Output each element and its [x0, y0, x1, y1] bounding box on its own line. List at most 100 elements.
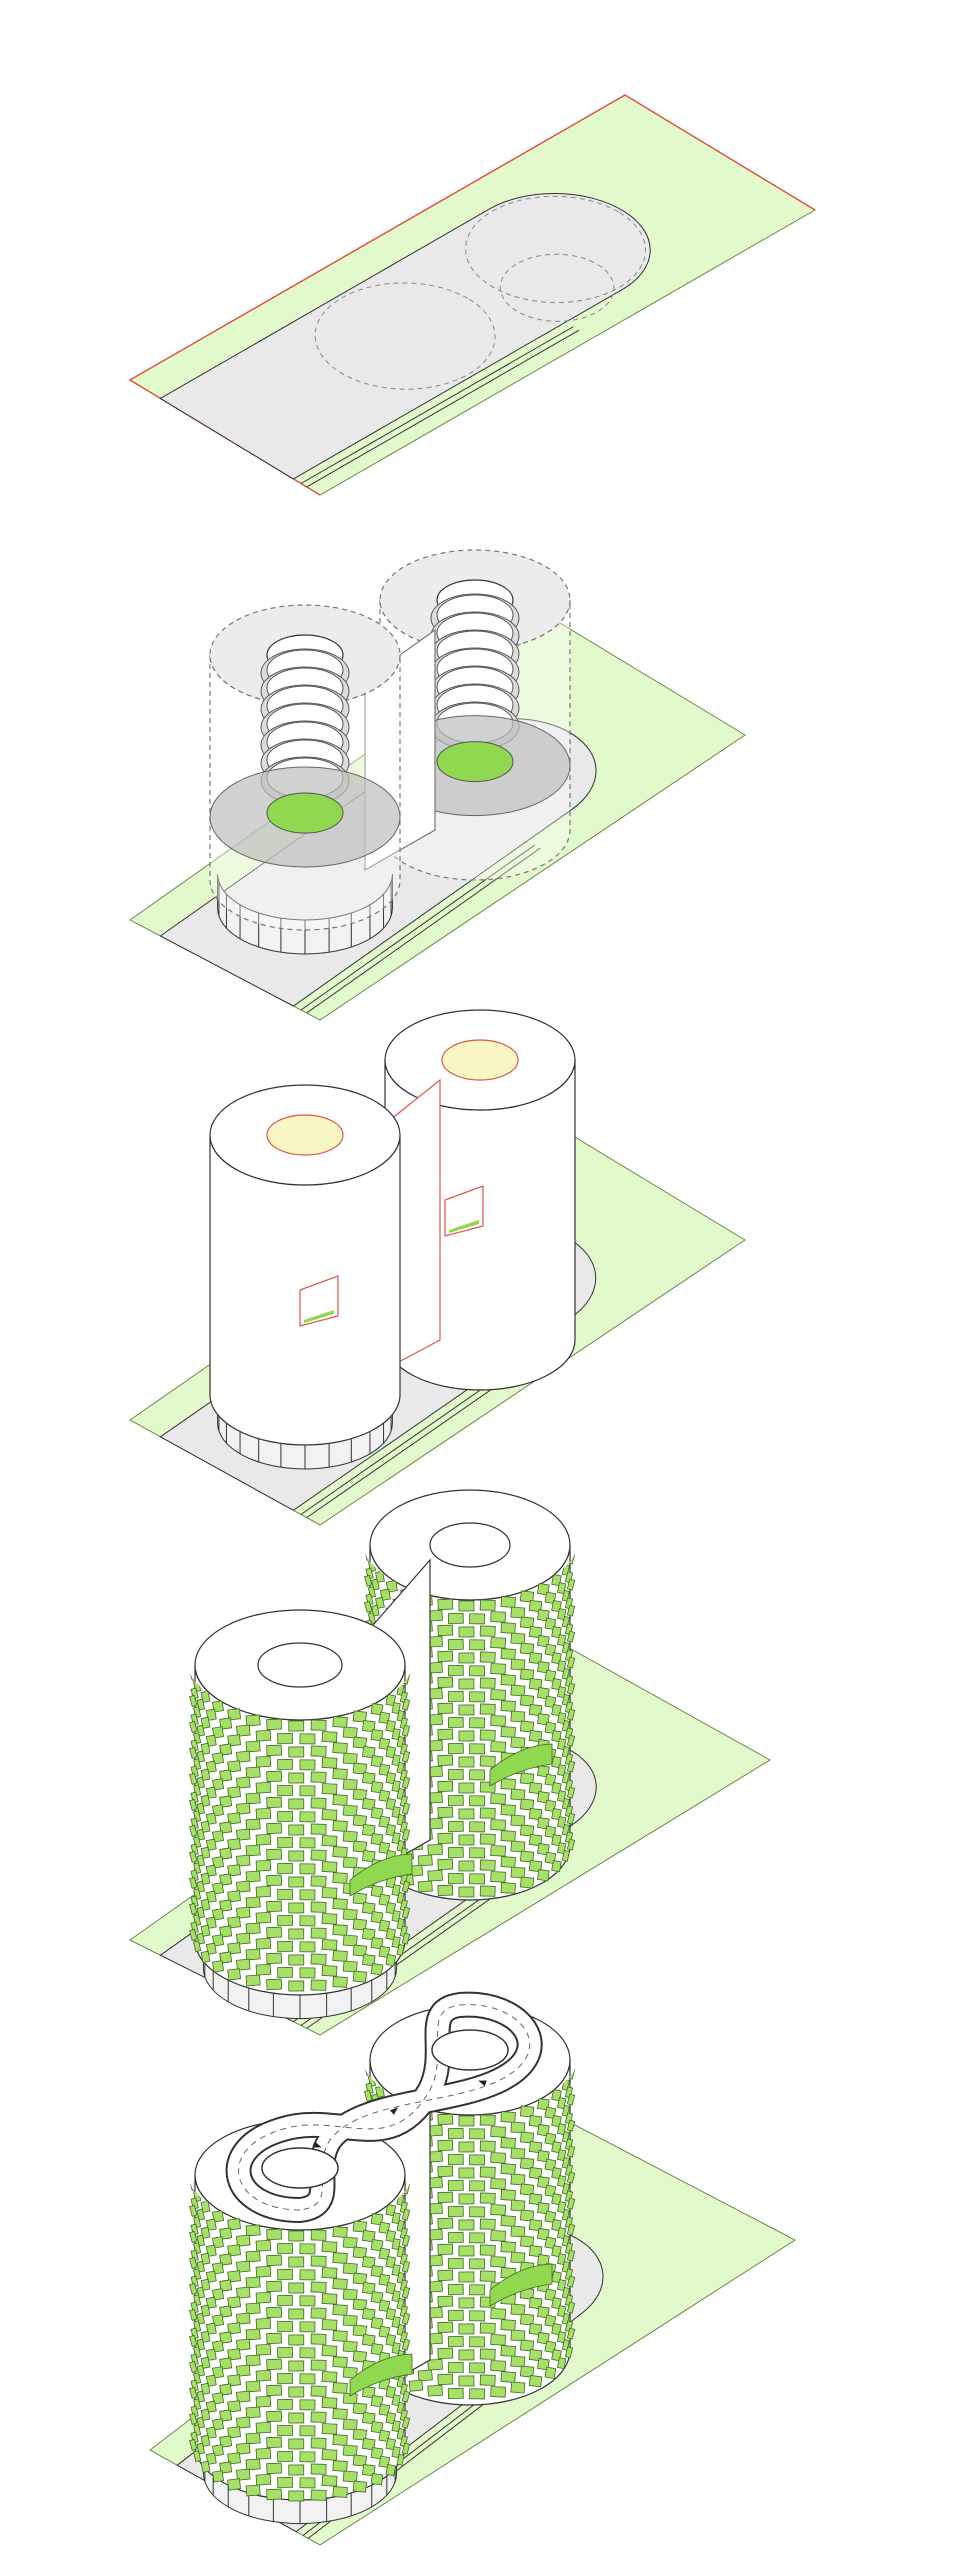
louver-panel: [391, 1754, 401, 1767]
louver-panel: [391, 1936, 401, 1949]
louver-panel: [417, 1880, 433, 1893]
louver-panel: [352, 2454, 367, 2467]
louver-panel: [370, 1911, 384, 1924]
louver-panel: [299, 1915, 316, 1927]
louver-panel: [321, 1939, 338, 1951]
louver-panel: [370, 2473, 384, 2486]
louver-panel: [288, 1902, 305, 1914]
louver-panel: [212, 2470, 225, 2483]
louver-panel: [332, 1820, 348, 1832]
louver-panel: [469, 2388, 486, 2400]
louver-panel: [519, 1694, 535, 1707]
louver-panel: [236, 2468, 251, 2481]
louver-panel: [310, 1823, 327, 1835]
louver-panel: [310, 1849, 327, 1861]
louver-panel: [200, 2200, 211, 2213]
louver-panel: [458, 1626, 475, 1638]
louver-panel: [500, 1648, 516, 1660]
louver-panel: [458, 2271, 475, 2283]
louver-panel: [500, 1674, 516, 1686]
green-louver-facade: [189, 1668, 411, 1992]
louver-panel: [227, 1968, 242, 1981]
louver-panel: [245, 1974, 261, 1987]
louver-panel: [566, 1734, 576, 1747]
louver-panel: [310, 2307, 327, 2319]
louver-panel: [299, 2451, 316, 2463]
louver-panel: [437, 1650, 454, 1663]
louver-panel: [200, 1690, 211, 1703]
louver-panel: [255, 1963, 272, 1976]
louver-panel: [321, 1835, 338, 1847]
louver-panel: [310, 1797, 327, 1809]
louver-panel: [479, 2374, 496, 2386]
louver-panel: [245, 1792, 261, 1805]
louver-panel: [205, 2296, 217, 2309]
direction-arrow-icon: [390, 2107, 399, 2115]
louver-panel: [332, 2486, 348, 2498]
louver-panel: [490, 1611, 506, 1623]
louver-panel: [447, 1768, 464, 1781]
louver-panel: [528, 1678, 543, 1691]
louver-panel: [189, 1876, 198, 1889]
louver-panel: [205, 1812, 217, 1825]
louver-panel: [566, 2171, 576, 2184]
louver-panel: [528, 1626, 543, 1639]
louver-panel: [528, 1834, 543, 1847]
louver-panel: [370, 2239, 384, 2252]
louver-panel: [362, 1798, 376, 1811]
louver-panel: [200, 1924, 211, 1937]
louver-panel: [401, 2260, 411, 2273]
louver-panel: [266, 2410, 283, 2423]
louver-panel: [212, 2444, 225, 2457]
louver-panel: [385, 1720, 397, 1733]
louver-panel: [266, 1744, 283, 1757]
louver-panel: [500, 1622, 516, 1634]
louver-panel: [391, 1728, 401, 1741]
louver-panel: [437, 2139, 454, 2152]
louver-panel: [219, 2227, 233, 2240]
louver-panel: [519, 1876, 535, 1889]
louver-panel: [310, 2281, 327, 2293]
louver-panel: [205, 1890, 217, 1903]
louver-panel: [236, 1880, 251, 1893]
louver-panel: [245, 2458, 261, 2471]
louver-panel: [332, 2434, 348, 2446]
louver-panel: [510, 1814, 526, 1827]
louver-panel: [447, 1664, 464, 1677]
louver-panel: [288, 2230, 305, 2242]
louver-panel: [342, 1960, 358, 1973]
louver-panel: [469, 1639, 486, 1651]
louver-panel: [469, 1743, 486, 1755]
louver-panel: [200, 1820, 211, 1833]
louver-panel: [362, 2256, 376, 2269]
louver-panel: [566, 2119, 576, 2132]
louver-panel: [288, 1746, 305, 1758]
louver-panel: [255, 2291, 272, 2304]
louver-panel: [469, 1717, 486, 1729]
louver-panel: [321, 1887, 338, 1899]
louver-panel: [236, 2390, 251, 2403]
louver-panel: [378, 2429, 391, 2443]
louver-panel: [332, 1950, 348, 1962]
louver-panel: [189, 1850, 198, 1863]
road-edge-line: [307, 848, 541, 1013]
louver-panel: [519, 2131, 535, 2144]
louver-panel: [342, 1934, 358, 1947]
louver-panel: [469, 2206, 486, 2218]
louver-panel: [510, 2225, 526, 2238]
louver-panel: [378, 1841, 391, 1855]
louver-panel: [519, 2183, 535, 2196]
louver-panel: [266, 1900, 283, 1913]
louver-panel: [447, 2257, 464, 2270]
louver-panel: [490, 1637, 506, 1649]
louver-panel: [236, 1724, 251, 1737]
paved-forecourt: [160, 170, 689, 479]
louver-panel: [219, 1717, 233, 1730]
louver-panel: [458, 1860, 475, 1872]
louver-panel: [447, 2205, 464, 2218]
louver-panel: [385, 2412, 397, 2425]
louver-panel: [556, 1790, 567, 1803]
louver-panel: [510, 1710, 526, 1723]
louver-panel: [332, 2226, 348, 2238]
